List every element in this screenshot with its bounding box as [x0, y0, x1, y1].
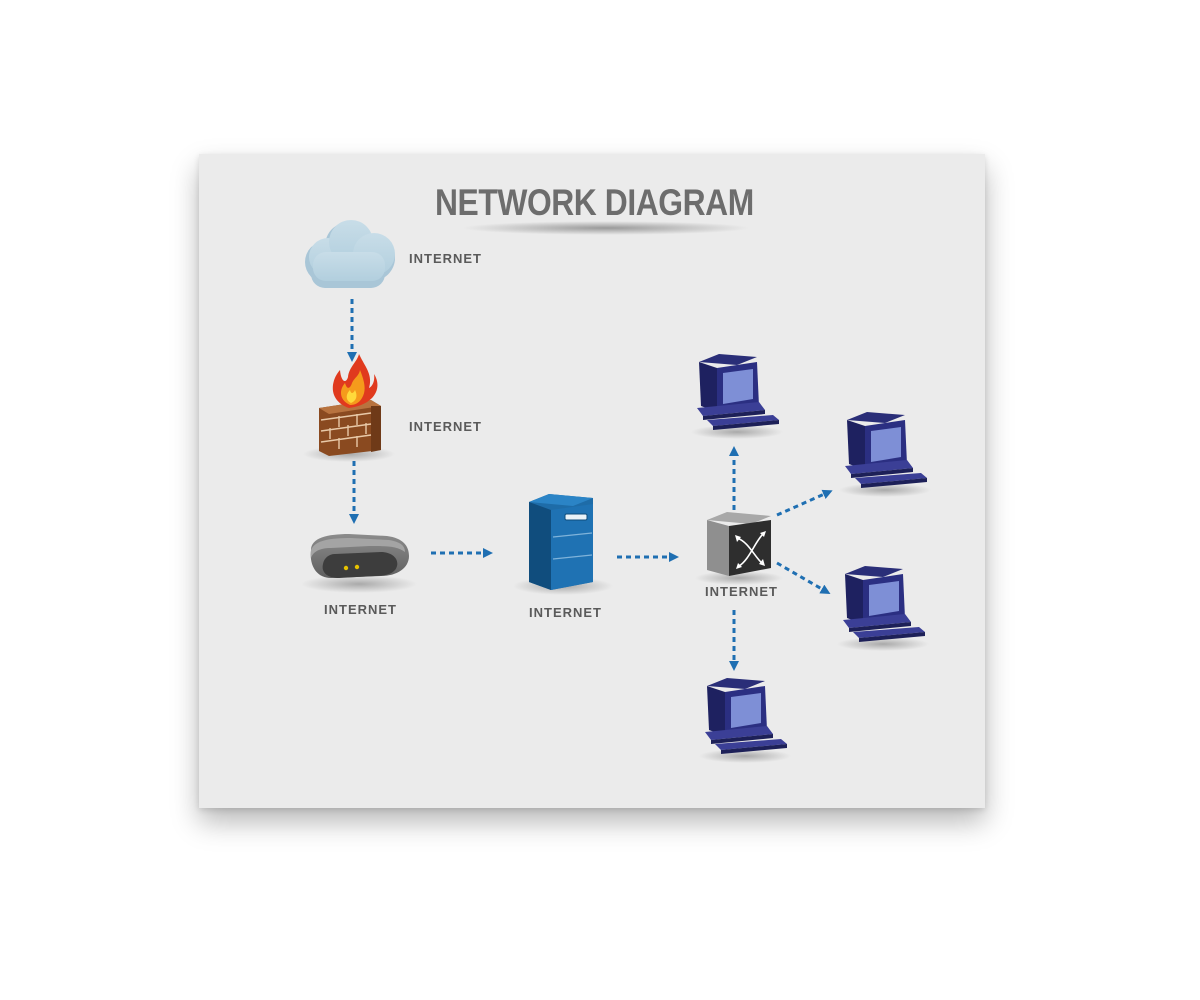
switch-label: INTERNET — [705, 584, 778, 599]
pc3-node — [837, 566, 929, 651]
computer-icon — [843, 566, 925, 642]
cloud-icon — [305, 220, 395, 288]
network-diagram: INTERNET — [301, 220, 931, 763]
diagram-canvas: NETWORK DIAGRAM — [199, 154, 985, 808]
switch-icon — [707, 512, 771, 576]
router-node: INTERNET — [301, 534, 417, 617]
diagram-title: NETWORK DIAGRAM — [434, 182, 754, 223]
server-icon — [529, 494, 593, 590]
edge-switch-pc2 — [776, 489, 833, 517]
connectors — [347, 299, 833, 671]
edge-switch-pc3 — [776, 561, 831, 595]
pc2-node — [839, 412, 931, 497]
pc1-node — [691, 354, 783, 439]
switch-node: INTERNET — [695, 512, 783, 599]
router-label: INTERNET — [324, 602, 397, 617]
router-icon — [310, 534, 409, 578]
firewall-label: INTERNET — [409, 419, 482, 434]
firewall-icon — [319, 354, 381, 456]
title-underline-shadow — [461, 221, 751, 235]
computer-icon — [845, 412, 927, 488]
computer-icon — [705, 678, 787, 754]
server-label: INTERNET — [529, 605, 602, 620]
server-node: INTERNET — [513, 494, 613, 620]
firewall-node: INTERNET — [303, 354, 482, 462]
computer-icon — [697, 354, 779, 430]
cloud-node: INTERNET — [305, 220, 482, 288]
pc4-node — [699, 678, 791, 763]
cloud-label: INTERNET — [409, 251, 482, 266]
